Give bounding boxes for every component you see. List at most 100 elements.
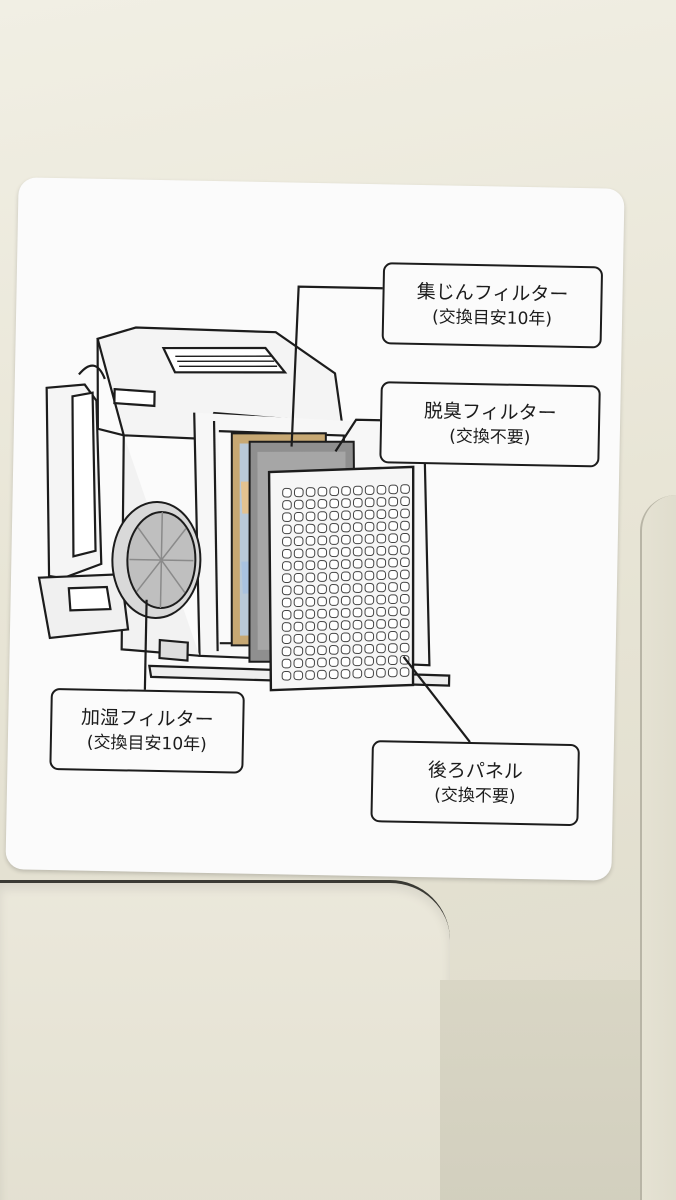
water-tank-illustration — [37, 364, 130, 640]
panel-hole — [305, 621, 316, 632]
panel-hole — [293, 524, 304, 534]
panel-hole — [328, 657, 339, 667]
panel-hole — [352, 558, 363, 569]
filter-info-sticker: 集じんフィルター (交換目安10年) 脱臭フィルター (交換不要) 加湿フィルタ… — [5, 177, 625, 881]
panel-hole — [282, 500, 292, 510]
panel-hole — [305, 523, 316, 534]
panel-hole — [400, 569, 410, 580]
panel-hole — [329, 547, 339, 558]
panel-hole — [305, 560, 316, 571]
panel-hole — [340, 608, 351, 618]
dust-filter-label: 集じんフィルター (交換目安10年) — [381, 262, 604, 349]
panel-hole — [293, 585, 304, 595]
panel-hole — [305, 511, 316, 522]
panel-hole — [387, 667, 398, 678]
back-panel-name: 後ろパネル — [427, 759, 524, 784]
panel-hole — [341, 510, 351, 521]
purifier-exploded-diagram — [37, 285, 471, 743]
leader-line-dust — [290, 285, 383, 447]
panel-hole — [399, 594, 410, 604]
panel-hole — [376, 545, 387, 556]
panel-hole — [364, 485, 375, 495]
panel-hole — [305, 670, 315, 680]
panel-hole — [317, 535, 328, 546]
panel-hole — [376, 521, 387, 532]
panel-hole — [329, 510, 339, 521]
back-panel-label: 後ろパネル (交換不要) — [370, 740, 580, 827]
leader-lines — [143, 285, 471, 743]
panel-hole — [341, 498, 351, 508]
panel-hole — [352, 656, 363, 667]
panel-hole — [364, 607, 375, 617]
panel-hole — [364, 619, 375, 630]
panel-hole — [305, 584, 316, 595]
panel-hole — [293, 560, 304, 571]
panel-hole — [317, 572, 328, 582]
panel-hole — [293, 621, 304, 632]
panel-hole — [364, 570, 375, 581]
panel-hole — [317, 596, 327, 607]
panel-hole — [352, 607, 363, 618]
panel-hole — [352, 619, 363, 630]
panel-hole — [305, 487, 316, 497]
panel-hole — [400, 533, 410, 543]
panel-hole — [376, 497, 387, 507]
panel-hole — [281, 658, 292, 669]
panel-hole — [400, 557, 410, 568]
humidifying-filter-name: 加湿フィルター — [80, 706, 214, 732]
leader-line-humid — [143, 599, 148, 690]
panel-hole — [329, 620, 339, 631]
dust-filter-note: (交換目安10年) — [431, 307, 553, 330]
panel-hole — [293, 633, 304, 644]
panel-hole — [340, 595, 351, 606]
panel-hole — [329, 523, 339, 533]
panel-hole — [340, 632, 351, 643]
panel-hole — [376, 509, 387, 519]
panel-hole — [388, 496, 399, 507]
panel-hole — [329, 486, 340, 497]
panel-hole — [388, 630, 398, 641]
panel-hole — [364, 521, 375, 532]
panel-hole — [352, 497, 363, 508]
panel-hole — [364, 558, 375, 569]
appliance-side-door — [640, 495, 676, 1200]
panel-hole — [340, 583, 351, 594]
panel-hole — [399, 618, 410, 629]
appliance-lower-panel — [0, 880, 450, 1200]
panel-hole — [399, 667, 410, 677]
panel-hole — [352, 632, 363, 642]
panel-hole — [376, 606, 386, 617]
appliance-gap — [440, 980, 640, 1200]
panel-hole — [317, 486, 328, 497]
panel-hole — [340, 571, 351, 582]
panel-hole — [364, 631, 375, 642]
top-vent-illustration — [175, 355, 278, 368]
panel-hole — [376, 619, 386, 629]
panel-hole — [352, 510, 363, 520]
humidifying-filter-wheel-illustration — [111, 500, 202, 619]
panel-hole — [352, 668, 363, 679]
panel-hole — [305, 609, 316, 619]
panel-hole — [364, 534, 375, 544]
panel-hole — [293, 536, 304, 547]
panel-hole — [399, 606, 410, 616]
panel-hole — [376, 631, 386, 642]
panel-hole — [364, 643, 375, 654]
panel-hole — [388, 484, 399, 495]
panel-hole — [317, 499, 328, 509]
back-panel-illustration — [267, 465, 415, 692]
panel-hole — [328, 669, 339, 680]
panel-hole — [341, 522, 351, 533]
panel-hole — [399, 630, 410, 641]
panel-hole — [293, 597, 304, 608]
leader-line-deodor — [334, 418, 381, 452]
panel-hole — [364, 656, 375, 666]
panel-hole — [305, 633, 316, 644]
panel-hole — [329, 559, 339, 570]
panel-hole — [305, 499, 316, 510]
deodorizing-filter-note: (交換不要) — [448, 426, 531, 449]
panel-hole — [340, 620, 351, 630]
panel-hole — [388, 594, 398, 605]
panel-hole — [282, 524, 292, 535]
